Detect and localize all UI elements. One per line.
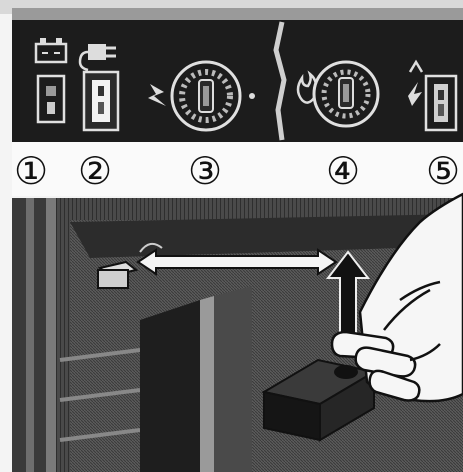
callout-3: ③: [188, 149, 222, 193]
fridge-interior-illustration: [12, 194, 463, 472]
control-panel: [12, 20, 463, 142]
rocker-switch-1: [38, 76, 64, 122]
callout-1: ①: [14, 149, 48, 193]
callout-5: ⑤: [426, 149, 460, 193]
callout-2: ②: [78, 149, 112, 193]
callout-4: ④: [326, 149, 360, 193]
